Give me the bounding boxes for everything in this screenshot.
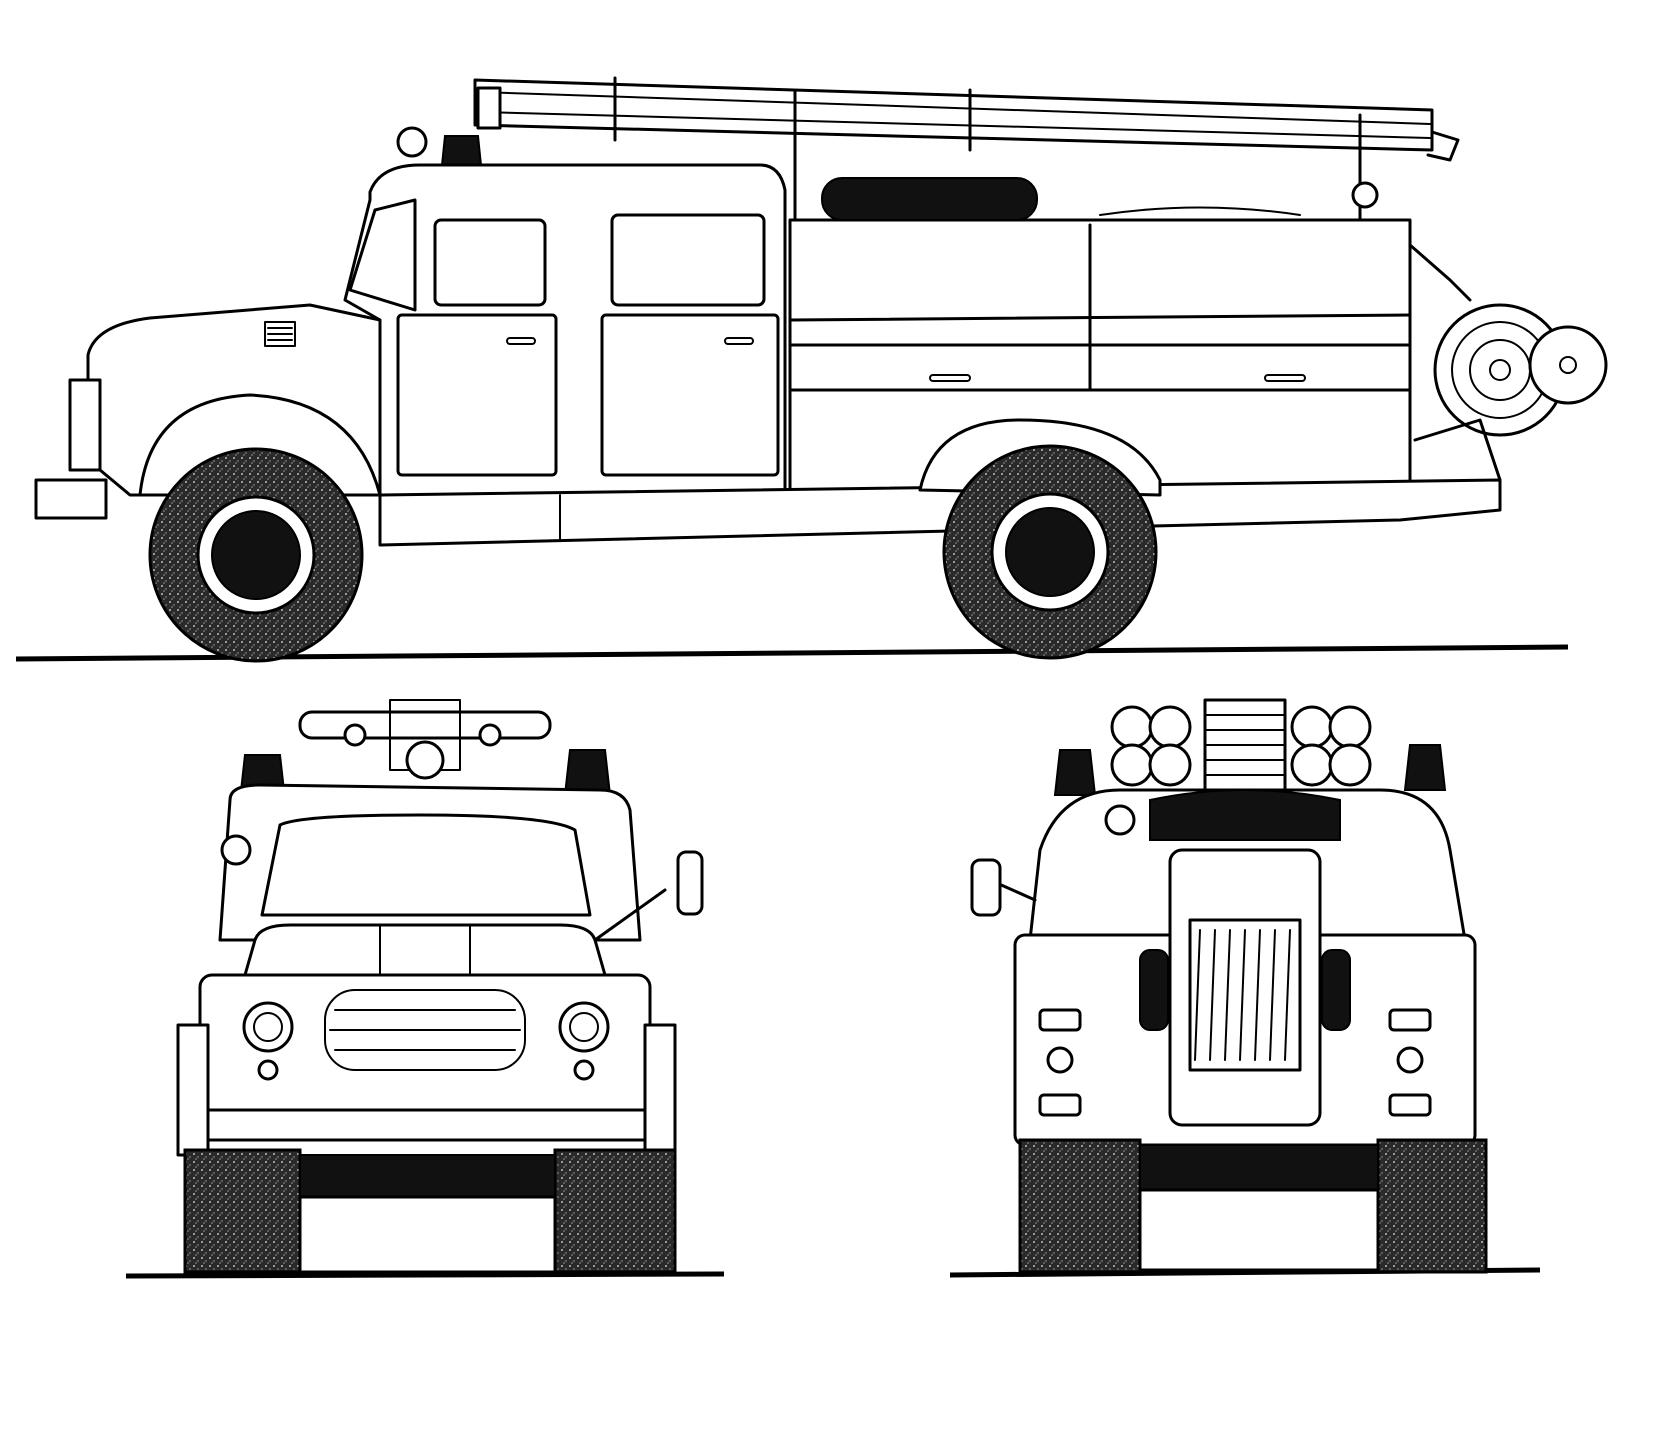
roof-ladder: [473, 76, 1460, 227]
roof-searchlight-icon: [396, 126, 428, 158]
cab-window-rear: [610, 213, 766, 307]
suction-hose: [821, 177, 1038, 221]
rear-door: [600, 313, 780, 477]
rear-tire-right-icon: [1376, 1138, 1488, 1274]
rear-mirror-icon: [970, 858, 1002, 917]
front-tire-left-icon: [183, 1148, 302, 1274]
rear-tire-left-icon: [1018, 1138, 1142, 1274]
front-roof-rack: [298, 710, 552, 740]
headlight-left-icon: [242, 1001, 294, 1053]
front-view-bumper: [201, 1108, 655, 1142]
rear-beacon-right-icon: [1403, 744, 1447, 791]
rear-taillight-right-icon: [1388, 1008, 1432, 1032]
side-view: [15, 76, 1608, 663]
front-view: [125, 699, 725, 1279]
rear-roof-lamp-left-icon: [1110, 705, 1154, 749]
front-bumper: [34, 478, 108, 520]
front-tire-right-icon: [553, 1148, 677, 1274]
headlight-right-icon: [558, 1001, 610, 1053]
chassis-panel: [378, 478, 1502, 547]
spare-wheel-icon: [1528, 325, 1608, 405]
front-view-ground-line: [125, 1271, 725, 1279]
rear-roof-lamp-right-icon: [1290, 705, 1334, 749]
front-mirror-icon: [676, 850, 704, 916]
front-grille: [324, 989, 526, 1071]
rear-view: [949, 698, 1541, 1278]
front-door: [396, 313, 558, 477]
rear-lamp-icon: [1351, 181, 1379, 209]
cab-window-front: [433, 218, 547, 307]
front-hood: [243, 923, 607, 977]
rear-taillight-left-icon: [1038, 1008, 1082, 1032]
windshield: [348, 198, 417, 312]
hood-vent: [264, 321, 296, 347]
front-roof-lamp-icon: [405, 740, 445, 780]
rear-beacon-left-icon: [1053, 749, 1097, 796]
front-windshield: [260, 813, 592, 917]
